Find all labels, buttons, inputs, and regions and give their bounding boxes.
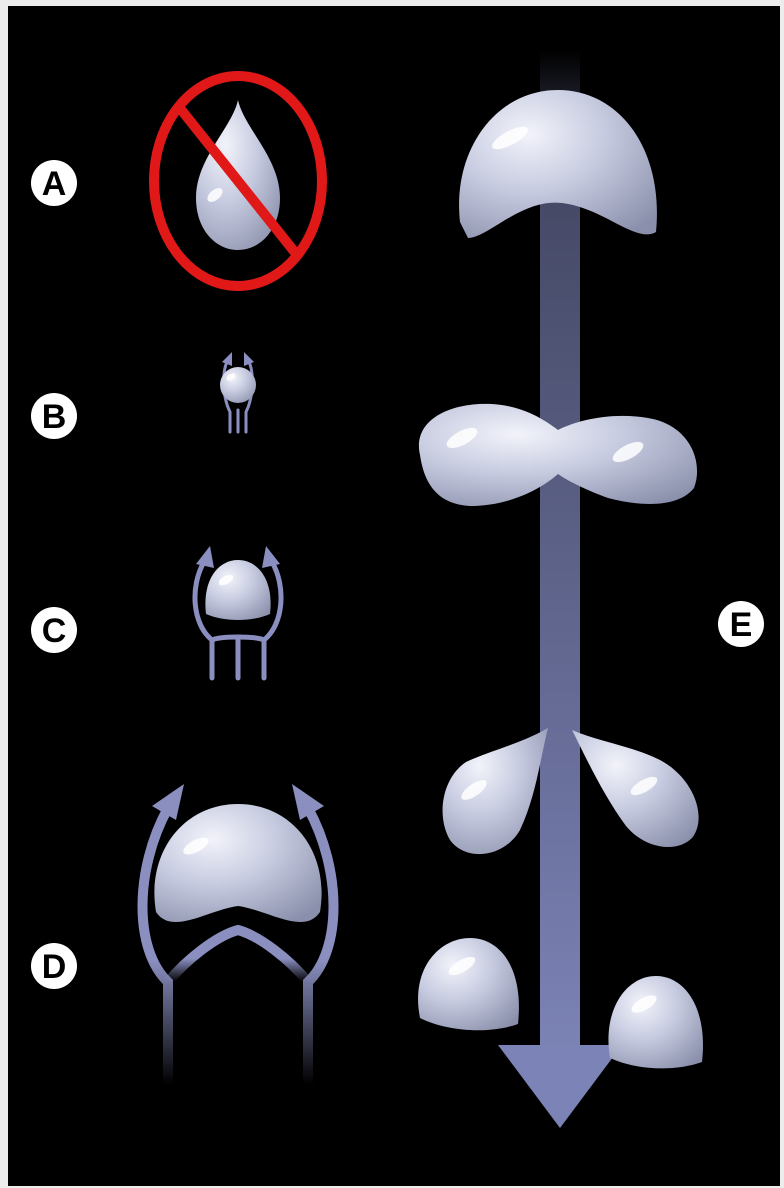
label-d: D [31, 943, 77, 989]
label-e-text: E [730, 606, 753, 644]
label-b-text: B [42, 398, 67, 436]
label-e: E [718, 601, 764, 647]
label-b: B [31, 393, 77, 439]
label-c: C [31, 607, 77, 653]
label-a: A [31, 160, 77, 206]
label-a-text: A [42, 165, 67, 203]
label-d-text: D [42, 948, 67, 986]
label-c-text: C [42, 612, 67, 650]
